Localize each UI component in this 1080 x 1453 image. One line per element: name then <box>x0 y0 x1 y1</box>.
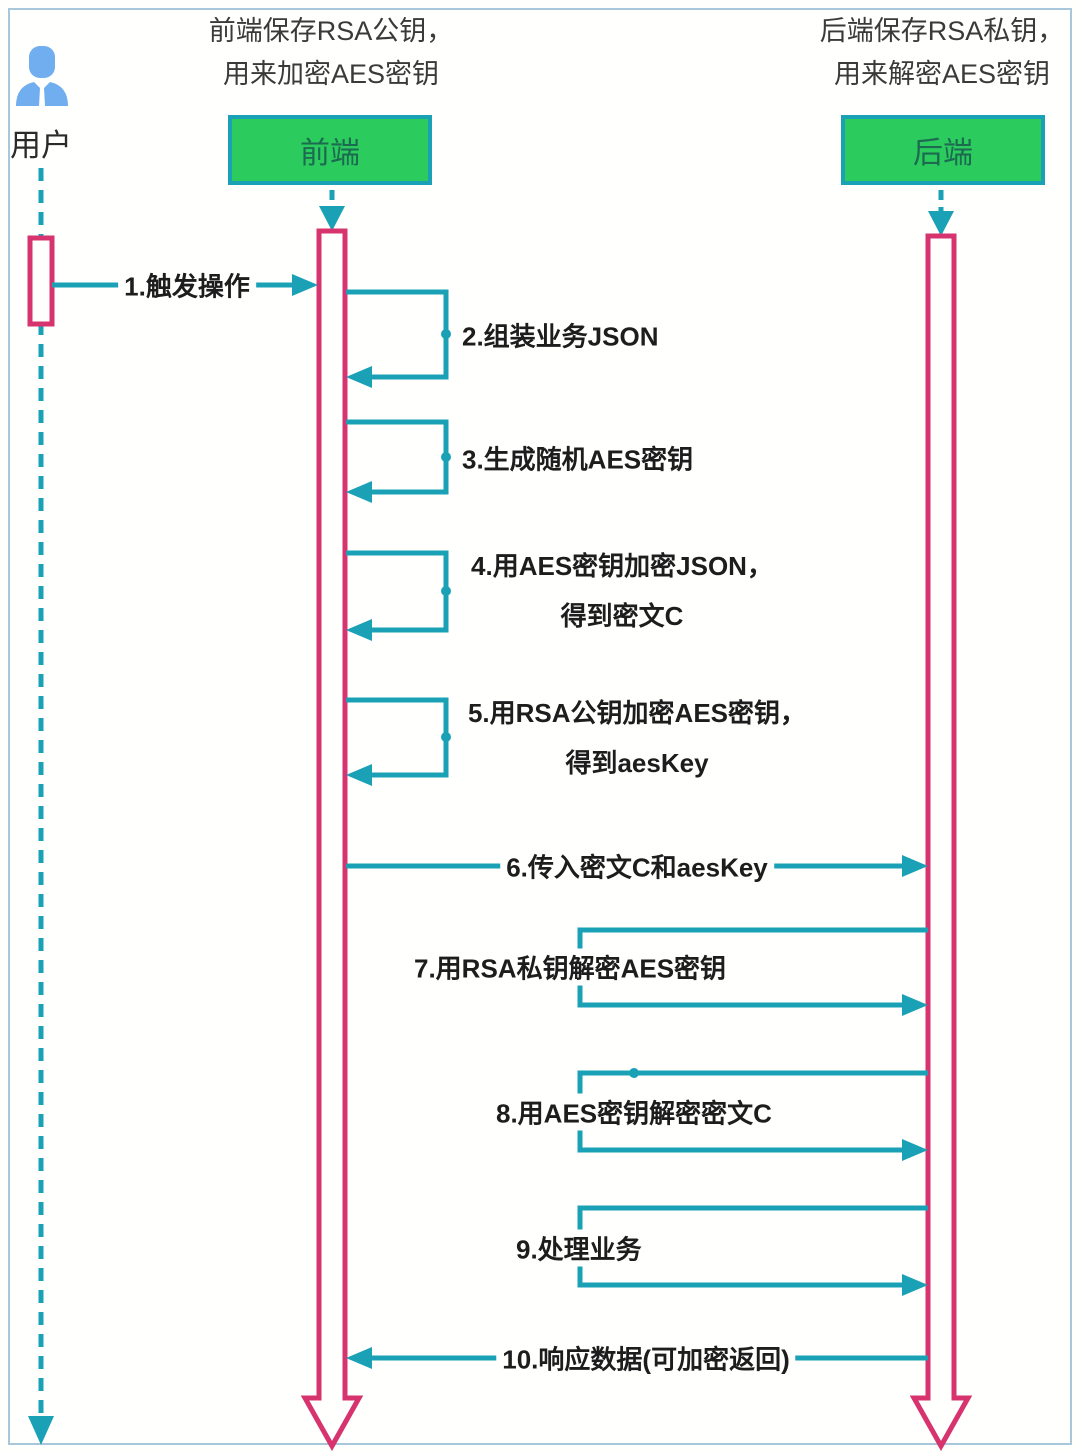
frontend-entity-box: 前端 <box>228 115 432 185</box>
backend-note-line1: 后端保存RSA私钥， <box>819 16 1065 46</box>
message-4-label-line1: 4.用AES密钥加密JSON， <box>471 551 773 581</box>
message-5-label: 5.用RSA公钥加密AES密钥， 得到aesKey <box>452 688 822 788</box>
diagram-border <box>8 8 1072 1445</box>
user-icon <box>16 46 68 106</box>
frontend-lifeline-connector <box>319 190 345 231</box>
message-3-self-loop <box>346 419 451 503</box>
backend-entity-box: 后端 <box>841 115 1045 185</box>
message-10-label: 10.响应数据(可加密返回) <box>496 1339 796 1377</box>
frontend-note: 前端保存RSA公钥， 用来加密AES密钥 <box>166 10 496 96</box>
message-2-label: 2.组装业务JSON <box>456 316 665 354</box>
frontend-note-line1: 前端保存RSA公钥， <box>208 16 454 46</box>
message-6-label: 6.传入密文C和aesKey <box>500 847 774 885</box>
backend-note-line2: 用来解密AES密钥 <box>833 59 1051 89</box>
message-7-label: 7.用RSA私钥解密AES密钥 <box>408 948 733 986</box>
message-4-self-loop <box>346 550 451 641</box>
message-5-label-line2: 得到aesKey <box>565 748 709 778</box>
user-actor-label: 用户 <box>10 128 72 163</box>
message-5-label-line1: 5.用RSA公钥加密AES密钥， <box>467 698 807 728</box>
message-2-self-loop <box>346 289 451 388</box>
message-4-label-line2: 得到密文C <box>560 601 684 631</box>
backend-lifeline-connector <box>928 190 954 236</box>
backend-note: 后端保存RSA私钥， 用来解密AES密钥 <box>777 10 1080 96</box>
message-9-label: 9.处理业务 <box>510 1229 648 1267</box>
frontend-note-line2: 用来加密AES密钥 <box>222 59 440 89</box>
message-3-label: 3.生成随机AES密钥 <box>456 439 700 477</box>
frontend-activation-bar <box>300 228 364 1452</box>
message-1-label: 1.触发操作 <box>118 266 256 304</box>
message-5-self-loop <box>346 697 451 786</box>
user-lifeline <box>28 168 54 1445</box>
user-activation-bar <box>27 235 55 327</box>
message-8-label: 8.用AES密钥解密密文C <box>490 1093 778 1131</box>
backend-activation-bar <box>909 233 973 1452</box>
message-4-label: 4.用AES密钥加密JSON， 得到密文C <box>452 541 792 641</box>
